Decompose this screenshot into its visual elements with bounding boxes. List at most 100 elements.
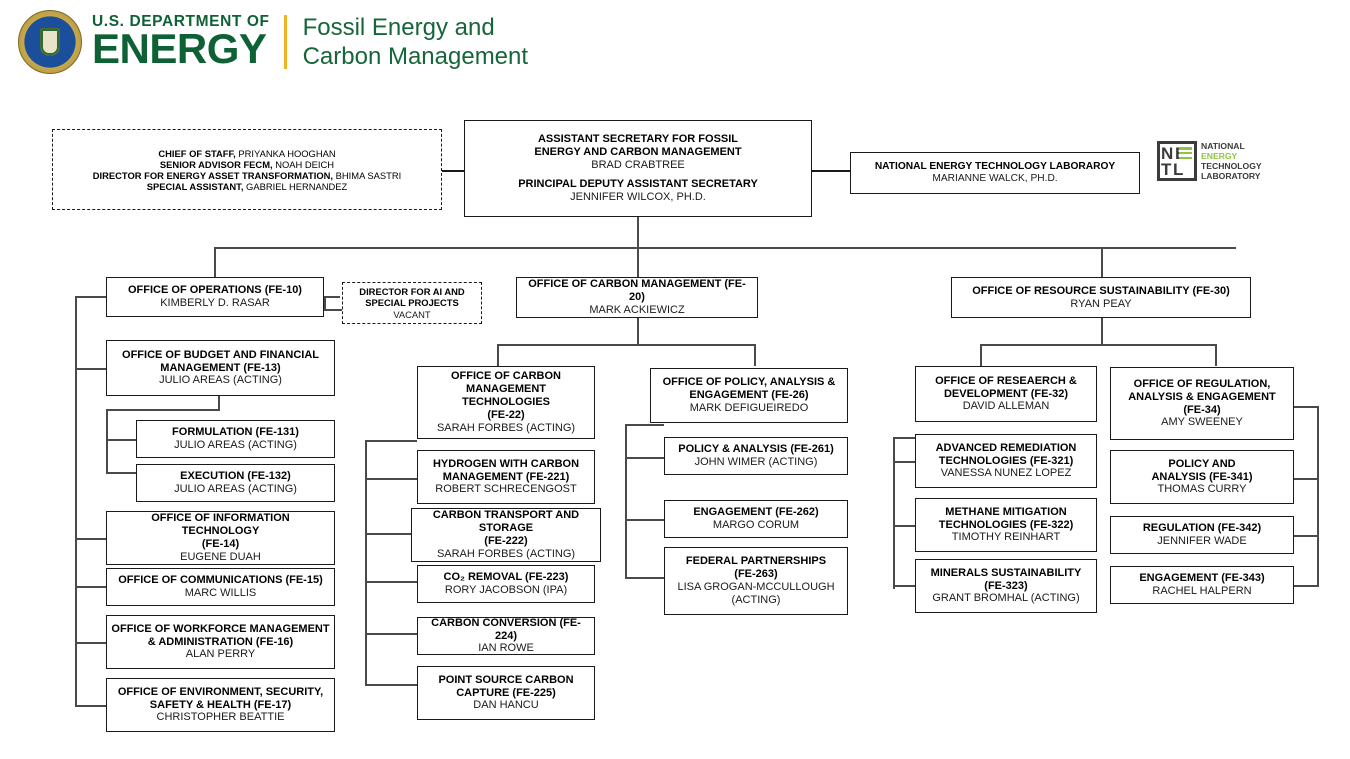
node-fe342-regulation[interactable]: REGULATION (FE-342) JENNIFER WADE [1110,516,1294,554]
fe221-name: ROBERT SCHRECENGOST [435,483,577,496]
node-netl[interactable]: NATIONAL ENERGY TECHNOLOGY LABORAROY MAR… [850,152,1140,194]
connector-fe322-stub [893,525,915,527]
node-fe26-policy-analysis-engagement[interactable]: OFFICE OF POLICY, ANALYSIS & ENGAGEMENT … [650,368,848,423]
node-fe132-execution[interactable]: EXECUTION (FE-132) JULIO AREAS (ACTING) [136,464,335,502]
fe14-title-line2: (FE-14) [201,538,240,550]
fe321-title-line2: TECHNOLOGIES (FE-321) [938,454,1074,467]
fe26-title-line1: OFFICE OF POLICY, ANALYSIS & [662,376,836,389]
node-fe131-formulation[interactable]: FORMULATION (FE-131) JULIO AREAS (ACTING… [136,420,335,458]
office-name: Fossil Energy and Carbon Management [303,13,528,72]
fe32-name: DAVID ALLEMAN [962,400,1050,413]
fe22-title-line1: OFFICE OF CARBON [451,370,561,383]
fe13-title-line1: OFFICE OF BUDGET AND FINANCIAL [122,348,319,361]
node-fe221-hydrogen-with-carbon-management[interactable]: HYDROGEN WITH CARBON MANAGEMENT (FE-221)… [417,450,595,504]
fe322-name: TIMOTHY REINHART [951,531,1061,544]
fe221-title-line1: HYDROGEN WITH CARBON [432,457,580,470]
connector-fe10-to-ai [324,296,340,298]
node-fe321-advanced-remediation-technologies[interactable]: ADVANCED REMEDIATION TECHNOLOGIES (FE-32… [915,434,1097,488]
fe26-title-line2: ENGAGEMENT (FE-26) [689,389,809,402]
node-fe323-minerals-sustainability[interactable]: MINERALS SUSTAINABILITY (FE-323) GRANT B… [915,559,1097,613]
fe222-title-line1: CARBON TRANSPORT AND STORAGE [432,509,580,535]
fe342-title: REGULATION (FE-342) [1142,522,1262,535]
staff-line-4: SPECIAL ASSISTANT, GABRIEL HERNANDEZ [146,180,348,192]
node-fe322-methane-mitigation-technologies[interactable]: METHANE MITIGATION TECHNOLOGIES (FE-322)… [915,498,1097,552]
fe32-title-line1: OFFICE OF RESEAERCH & [935,374,1077,387]
connector-fe32-spine [893,437,895,589]
fe225-title-line1: POINT SOURCE CARBON [438,673,574,686]
netl-letter-l: L [1173,160,1184,179]
fe15-title: OFFICE OF COMMUNICATIONS (FE-15) [118,574,323,587]
as-name: BRAD CRABTREE [591,158,685,171]
node-fe225-point-source-carbon-capture[interactable]: POINT SOURCE CARBON CAPTURE (FE-225) DAN… [417,666,595,720]
fe131-name: JULIO AREAS (ACTING) [174,439,297,451]
fe17-title-line1: OFFICE OF ENVIRONMENT, SECURITY, [117,685,324,698]
doe-department-line: U.S. DEPARTMENT OF [92,13,270,31]
connector-fe343-stub [1294,585,1319,587]
node-fe222-carbon-transport-and-storage[interactable]: CARBON TRANSPORT AND STORAGE (FE-222) SA… [411,508,601,562]
fe261-title: POLICY & ANALYSIS (FE-261) [678,443,834,456]
node-fe262-engagement[interactable]: ENGAGEMENT (FE-262) MARGO CORUM [664,500,848,538]
connector-fe224-stub [365,633,417,635]
as-title-line1: ASSISTANT SECRETARY FOR FOSSIL [537,132,739,145]
node-fe32-research-development[interactable]: OFFICE OF RESEAERCH & DEVELOPMENT (FE-32… [915,366,1097,422]
node-assistant-secretary[interactable]: ASSISTANT SECRETARY FOR FOSSIL ENERGY AN… [464,120,812,217]
node-director-ai-special-projects[interactable]: DIRECTOR FOR AI AND SPECIAL PROJECTS VAC… [342,282,482,324]
connector-fe223-stub [365,581,417,583]
connector-left-stub-fe16 [75,642,107,644]
fe34-title-line2: ANALYSIS & ENGAGEMENT [1128,390,1276,403]
node-fe30-office-of-resource-sustainability[interactable]: OFFICE OF RESOURCE SUSTAINABILITY (FE-30… [951,277,1251,318]
ai-name: VACANT [393,308,431,320]
doe-wordmark: U.S. DEPARTMENT OF ENERGY [92,14,270,70]
node-fe341-policy-and-analysis[interactable]: POLICY AND ANALYSIS (FE-341) THOMAS CURR… [1110,450,1294,504]
fe15-name: MARC WILLIS [184,587,257,599]
node-fe17-environment-security-safety-health[interactable]: OFFICE OF ENVIRONMENT, SECURITY, SAFETY … [106,678,335,732]
fe321-name: VANESSA NUNEZ LOPEZ [940,467,1072,480]
connector-left-stub-fe13 [75,368,107,370]
fe341-name: THOMAS CURRY [1157,483,1247,496]
ai-title-line1: DIRECTOR FOR AI AND [359,286,465,298]
connector-fe20-down [637,318,639,345]
office-name-line2: Carbon Management [302,43,529,70]
fe16-title-line1: OFFICE OF WORKFORCE MANAGEMENT [111,622,330,635]
node-fe14-information-technology[interactable]: OFFICE OF INFORMATION TECHNOLOGY (FE-14)… [106,511,335,565]
fe341-title-line1: POLICY AND [1168,457,1236,470]
fe263-name: LISA GROGAN-MCCULLOUGH [677,581,835,593]
fe14-title-line1: OFFICE OF INFORMATION TECHNOLOGY [151,512,290,538]
connector-ai-drop [324,296,326,310]
fe16-name: ALAN PERRY [185,648,256,661]
fe343-title: ENGAGEMENT (FE-343) [1139,572,1265,585]
node-chief-of-staff-group[interactable]: CHIEF OF STAFF, PRIYANKA HOOGHAN SENIOR … [52,129,442,210]
node-fe34-regulation-analysis-engagement[interactable]: OFFICE OF REGULATION, ANALYSIS & ENGAGEM… [1110,367,1294,440]
node-fe16-workforce-management-administration[interactable]: OFFICE OF WORKFORCE MANAGEMENT & ADMINIS… [106,615,335,669]
connector-as-down [637,216,639,248]
netl-word-laboratory: LABORATORY [1201,171,1261,182]
fe224-title: CARBON CONVERSION (FE-224) [431,616,581,642]
connector-fe13-across [106,409,220,411]
fe343-name: RACHEL HALPERN [1152,585,1252,597]
node-fe13-budget-financial-management[interactable]: OFFICE OF BUDGET AND FINANCIAL MANAGEMEN… [106,340,335,396]
node-fe343-engagement[interactable]: ENGAGEMENT (FE-343) RACHEL HALPERN [1110,566,1294,604]
fe225-name: DAN HANCU [473,699,539,712]
node-fe15-communications[interactable]: OFFICE OF COMMUNICATIONS (FE-15) MARC WI… [106,568,335,606]
connector-left-stub-fe14 [75,538,107,540]
node-fe22-carbon-management-technologies[interactable]: OFFICE OF CARBON MANAGEMENT TECHNOLOGIES… [417,366,595,439]
netl-letter-n: N [1161,144,1174,163]
node-fe263-federal-partnerships[interactable]: FEDERAL PARTNERSHIPS (FE-263) LISA GROGA… [664,547,848,615]
connector-fe261-stub [625,457,664,459]
node-fe223-co2-removal[interactable]: CO₂ REMOVAL (FE-223) RORY JACOBSON (IPA) [417,565,595,603]
fe14-name: EUGENE DUAH [180,550,261,563]
connector-fe30-bus [980,344,1216,346]
connector-fe20-bus-right [754,344,756,366]
netl-monogram-icon: N E T L [1157,141,1197,181]
node-fe20-office-of-carbon-management[interactable]: OFFICE OF CARBON MANAGEMENT (FE-20) MARK… [516,277,758,318]
node-fe10-office-of-operations[interactable]: OFFICE OF OPERATIONS (FE-10) KIMBERLY D.… [106,277,324,317]
fe221-title-line2: MANAGEMENT (FE-221) [442,470,570,483]
connector-left-stub-fe17 [75,705,107,707]
node-fe261-policy-analysis[interactable]: POLICY & ANALYSIS (FE-261) JOHN WIMER (A… [664,437,848,475]
connector-fe20-bus-left [497,344,499,366]
connector-fe26-root [625,424,664,426]
node-fe224-carbon-conversion[interactable]: CARBON CONVERSION (FE-224) IAN ROWE [417,617,595,655]
netl-wordmark: NATIONAL ENERGY TECHNOLOGY LABORATORY [1201,141,1262,182]
fe132-name: JULIO AREAS (ACTING) [174,483,297,495]
connector-as-to-netl [812,170,850,172]
